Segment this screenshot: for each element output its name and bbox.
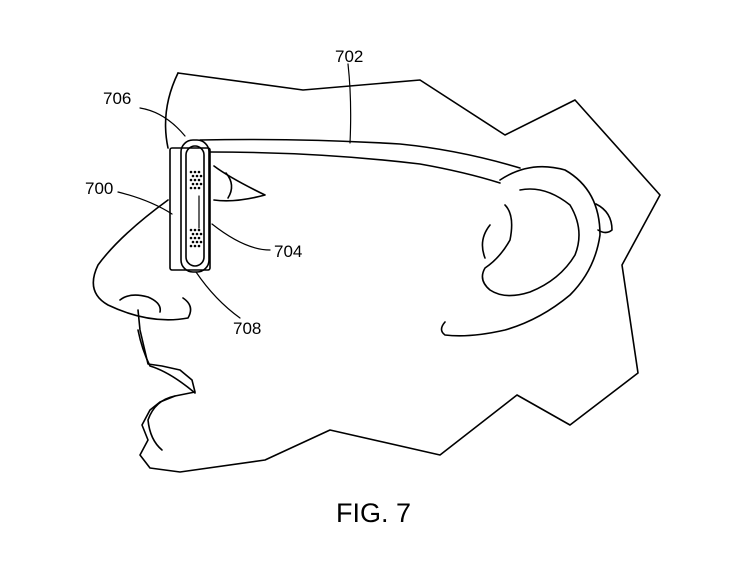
ear-inner: [481, 188, 580, 297]
display-inner: [185, 145, 205, 267]
figure-caption: FIG. 7: [336, 498, 411, 528]
ref-label-702: 702: [335, 47, 363, 66]
nostril: [119, 294, 162, 313]
projector-pattern-lower: [189, 228, 203, 248]
projector-pattern-upper: [189, 170, 203, 190]
lower-lip: [147, 395, 176, 451]
ear-outline: [440, 165, 601, 337]
leader-700: [117, 191, 173, 215]
ear-back-notch: [595, 203, 613, 234]
upper-lip: [137, 329, 196, 394]
eye-outline: [213, 165, 266, 202]
ref-label-700: 700: [85, 179, 113, 198]
eye-iris: [225, 172, 233, 199]
ear-tragus: [481, 224, 491, 259]
leader-708: [195, 271, 241, 319]
temple-arm-bottom: [209, 151, 501, 184]
ref-label-704: 704: [274, 242, 302, 261]
leader-702: [347, 63, 352, 144]
leader-706: [139, 107, 186, 137]
ref-label-706: 706: [103, 89, 131, 108]
head-outline: [137, 72, 661, 473]
temple-arm-top: [199, 138, 521, 169]
forehead-outline: [164, 72, 179, 149]
ref-label-708: 708: [233, 319, 261, 338]
leader-704: [211, 223, 271, 251]
display-element-706: [180, 139, 210, 273]
nose-outline: [92, 199, 192, 321]
